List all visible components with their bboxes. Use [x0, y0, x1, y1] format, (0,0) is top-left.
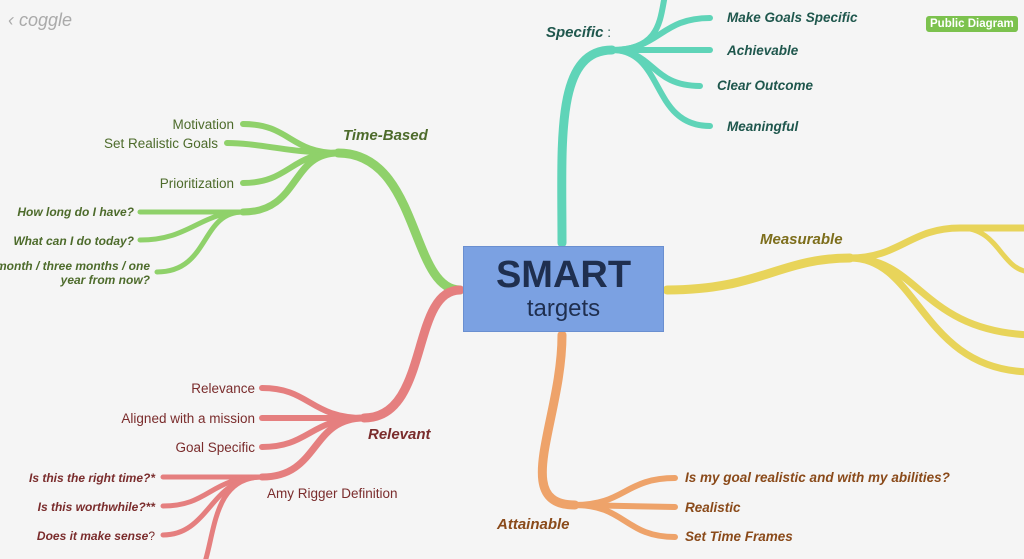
node-attainable[interactable]: Attainable [497, 516, 570, 533]
make-sense-text: Does it make sense [36, 529, 149, 543]
branch-months [154, 209, 246, 275]
branch-specific [557, 45, 617, 248]
node-months-line1[interactable]: month / three months / one [0, 259, 150, 273]
branch-offscreen [203, 474, 265, 559]
node-how-long[interactable]: How long do I have? [17, 205, 134, 219]
node-specific[interactable]: Specific : [546, 25, 611, 41]
node-motivation[interactable]: Motivation [172, 117, 234, 132]
node-clear-outcome[interactable]: Clear Outcome [717, 78, 814, 93]
node-prioritization[interactable]: Prioritization [159, 176, 234, 191]
specific-branches [557, 0, 713, 248]
branch-m1 [846, 224, 1024, 262]
central-subtitle: targets [526, 295, 601, 322]
coggle-logo[interactable]: ‹ coggle [8, 10, 72, 31]
node-meaningful[interactable]: Meaningful [727, 119, 799, 134]
node-set-realistic-goals[interactable]: Set Realistic Goals [103, 136, 218, 151]
attainable-branches [537, 330, 678, 540]
node-make-goals-specific[interactable]: Make Goals Specific [727, 10, 858, 25]
public-diagram-badge[interactable]: Public Diagram [926, 16, 1018, 32]
branch-m1a [957, 225, 1024, 274]
branch-meaningful [609, 47, 713, 129]
branch-relevance [259, 385, 367, 421]
time-based-branches [137, 121, 465, 295]
branch-relevant [359, 285, 465, 423]
node-measurable[interactable]: Measurable [760, 231, 843, 248]
relevant-branches [160, 285, 465, 559]
node-realistic-abilities[interactable]: Is my goal realistic and with my abiliti… [685, 470, 950, 485]
branch-amy-rigger [258, 414, 368, 481]
central-node[interactable]: SMART targets [463, 246, 664, 332]
branch-measurable [662, 253, 855, 295]
measurable-branches [662, 224, 1024, 376]
node-amy-rigger[interactable]: Amy Rigger Definition [267, 486, 398, 501]
logo-text: coggle [19, 10, 73, 30]
node-months-line2[interactable]: year from now? [60, 273, 150, 287]
branch-realistic-abilities [572, 475, 678, 508]
node-aligned[interactable]: Aligned with a mission [121, 411, 255, 426]
node-time-based[interactable]: Time-Based [343, 127, 428, 144]
back-icon[interactable]: ‹ [8, 10, 14, 30]
node-worthwhile[interactable]: Is this worthwhile?** [37, 500, 155, 514]
node-achievable[interactable]: Achievable [727, 43, 799, 58]
branch-attainable [537, 330, 580, 510]
branch-m3 [846, 254, 1024, 376]
branch-offscreen-top [609, 0, 668, 53]
node-relevance[interactable]: Relevance [191, 381, 255, 396]
branch-time-frames [572, 502, 678, 540]
central-title: SMART [495, 254, 632, 296]
node-relevant[interactable]: Relevant [368, 426, 431, 443]
specific-text: Specific [546, 24, 604, 41]
node-set-time-frames[interactable]: Set Time Frames [685, 529, 793, 544]
node-goal-specific[interactable]: Goal Specific [175, 440, 255, 455]
specific-colon: : [603, 25, 612, 40]
branch-time-based [333, 148, 465, 295]
node-make-sense[interactable]: Does it make sense? [37, 528, 155, 544]
branch-questions [239, 149, 342, 216]
node-right-time[interactable]: Is this the right time?* [28, 471, 155, 485]
make-sense-qmark: ? [148, 529, 155, 543]
node-realistic[interactable]: Realistic [685, 500, 741, 515]
node-what-today[interactable]: What can I do today? [13, 234, 134, 248]
